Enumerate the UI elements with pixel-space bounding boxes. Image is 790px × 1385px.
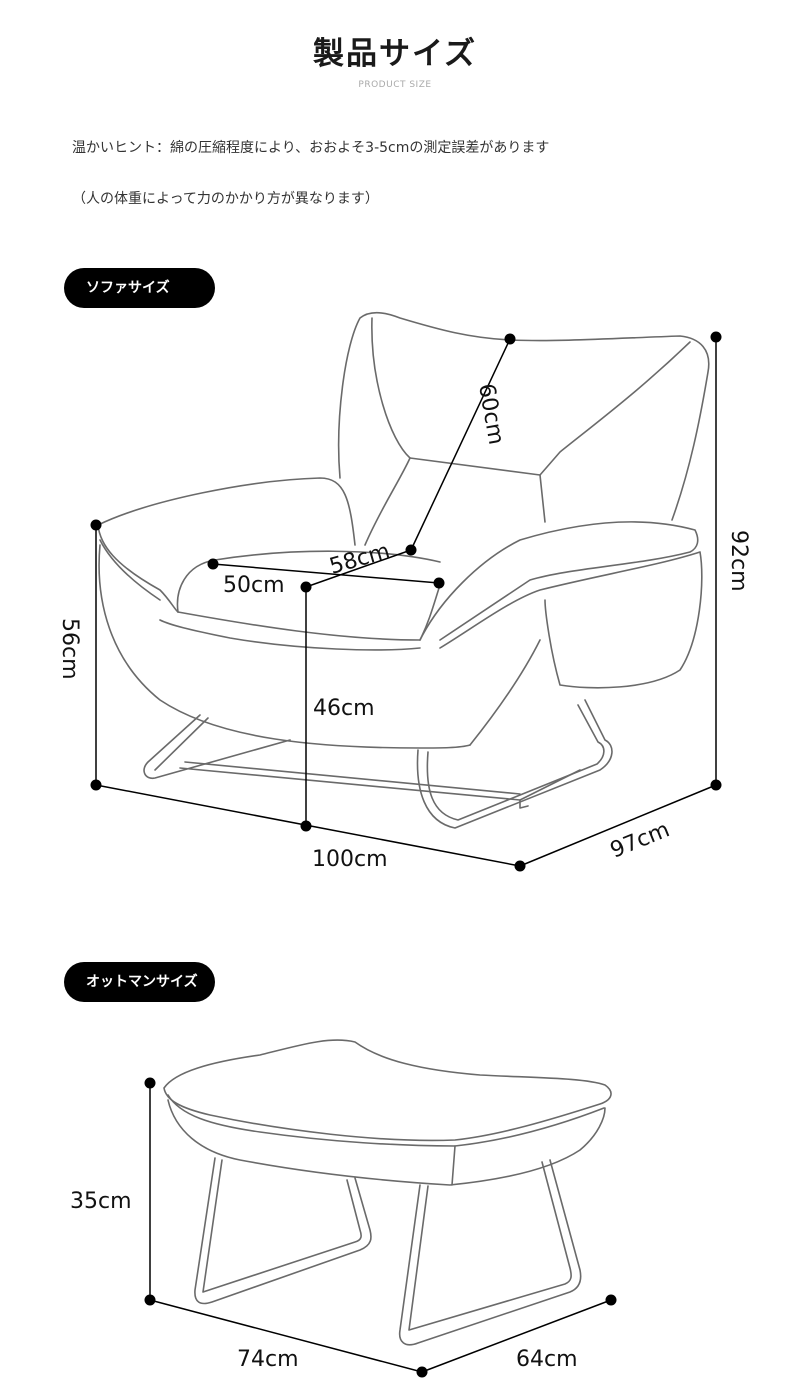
dim-seat-width: 50cm [223, 573, 285, 598]
dim-point [416, 1366, 428, 1378]
dim-point [605, 1294, 617, 1306]
dim-point [504, 333, 516, 345]
dim-total-height: 92cm [726, 530, 751, 592]
dim-point [300, 820, 312, 832]
dim-width: 100cm [312, 847, 388, 872]
ottoman-dim-depth: 64cm [516, 1347, 578, 1372]
dim-arm-height: 56cm [57, 618, 82, 680]
dim-point [514, 860, 526, 872]
page-subtitle: PRODUCT SIZE [358, 80, 432, 90]
sofa-size-label: ソファサイズ [64, 268, 215, 308]
ottoman-dimension-lines [149, 1083, 612, 1373]
ottoman-dim-width: 74cm [237, 1347, 299, 1372]
dim-point [710, 331, 722, 343]
dim-point [90, 779, 102, 791]
ottoman-outline [163, 1039, 612, 1346]
ottoman-size-label: オットマンサイズ [64, 962, 215, 1002]
dim-point [710, 779, 722, 791]
dim-point [90, 519, 102, 531]
dim-point [433, 577, 445, 589]
dim-seat-height: 46cm [313, 696, 375, 721]
sofa-dimension-lines [95, 337, 717, 867]
dim-point [144, 1077, 156, 1089]
sofa-dimension-points [90, 331, 722, 872]
measurement-hint: 温かいヒント：綿の圧縮程度により、おおよそ3-5cmの測定誤差があります [72, 140, 550, 156]
measurement-hint-sub: （人の体重によって力のかかり方が異なります） [72, 191, 379, 207]
page-title: 製品サイズ [312, 36, 478, 72]
dim-point [405, 544, 417, 556]
dim-point [207, 558, 219, 570]
ottoman-dim-height: 35cm [70, 1189, 132, 1214]
dim-point [144, 1294, 156, 1306]
dim-point [300, 581, 312, 593]
ottoman-dimension-points [144, 1077, 617, 1378]
sofa-outline [97, 311, 710, 829]
